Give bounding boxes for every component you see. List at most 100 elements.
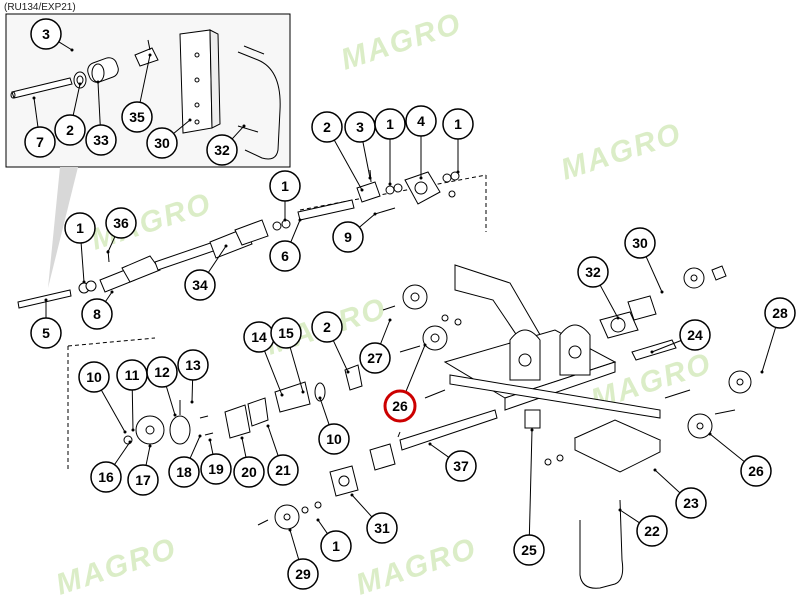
callout-circle <box>200 453 232 485</box>
plate-part <box>179 29 221 134</box>
inset-pointer <box>48 167 78 288</box>
leader-tip <box>616 316 620 320</box>
leader-line <box>207 245 227 273</box>
callout-number: 37 <box>453 458 469 474</box>
callout-number: 8 <box>93 306 101 322</box>
callout-circle <box>332 221 364 253</box>
callout-number: 2 <box>323 119 331 135</box>
callout-30: 30 <box>146 118 192 159</box>
leader-tip <box>110 290 114 294</box>
callout-circle <box>287 558 319 590</box>
leader-line <box>231 125 245 140</box>
callout-circle <box>85 124 117 156</box>
leader-tip <box>760 370 764 374</box>
leader-line <box>332 340 349 373</box>
callout-number: 1 <box>76 220 84 236</box>
callout-number: 26 <box>392 398 408 414</box>
leader-line <box>359 213 376 228</box>
leader-tip <box>288 528 292 532</box>
callout-26: 26 <box>708 432 772 487</box>
leader-line <box>114 441 131 465</box>
callout-number: 19 <box>208 461 224 477</box>
callout-32: 32 <box>577 256 620 320</box>
callout-circle <box>442 108 474 140</box>
leader-line <box>241 437 247 458</box>
callout-number: 26 <box>748 463 764 479</box>
callout-number: 33 <box>93 132 109 148</box>
leader-line <box>761 327 777 373</box>
callout-number: 27 <box>367 350 383 366</box>
leader-tip <box>242 124 246 128</box>
callout-number: 36 <box>113 215 129 231</box>
leader-line <box>209 439 214 455</box>
callout-3: 3 <box>344 111 376 180</box>
callout-number: 32 <box>585 264 601 280</box>
callout-circle <box>78 361 110 393</box>
leader-tip <box>423 343 427 347</box>
callout-circle <box>366 512 398 544</box>
leader-tip <box>618 508 622 512</box>
callout-circle <box>127 464 159 496</box>
callout-circle <box>359 342 391 374</box>
leader-tip <box>131 428 135 432</box>
callout-1: 1 <box>269 170 301 222</box>
leader-tip <box>128 440 132 444</box>
callout-1: 1 <box>374 108 406 186</box>
leader-tip <box>123 430 127 434</box>
callout-5: 5 <box>30 298 62 349</box>
callout-2: 2 <box>311 311 350 374</box>
callout-number: 31 <box>374 520 390 536</box>
lower-bracket-group <box>544 419 662 589</box>
callout-21: 21 <box>266 424 299 486</box>
leader-tip <box>188 118 192 122</box>
callout-6: 6 <box>269 218 302 272</box>
callout-number: 20 <box>241 464 257 480</box>
upper-driveshaft <box>17 199 355 309</box>
callout-number: 35 <box>129 109 145 125</box>
callout-circle <box>146 356 178 388</box>
callout-circle <box>54 114 86 146</box>
leader-line <box>189 435 201 459</box>
leader-tip <box>428 442 432 446</box>
callout-circle <box>577 256 609 288</box>
u-bolt-part <box>237 45 281 160</box>
leader-line <box>333 139 363 191</box>
callout-number: 1 <box>454 116 462 132</box>
callout-number: 15 <box>278 325 294 341</box>
callout-number: 7 <box>36 134 44 150</box>
callout-number: 29 <box>295 566 311 582</box>
leader-line <box>351 494 373 518</box>
leader-tip <box>350 493 354 497</box>
callout-circle <box>764 297 796 329</box>
callout-2: 2 <box>54 82 86 146</box>
callout-11: 11 <box>116 359 148 432</box>
leader-tip <box>266 424 270 428</box>
leader-tip <box>280 393 284 397</box>
leader-tip <box>173 413 177 417</box>
leader-line <box>362 141 371 179</box>
watermark-text: MAGRO <box>352 532 481 600</box>
leader-tip <box>650 350 654 354</box>
callout-10: 10 <box>318 396 350 455</box>
callout-number: 1 <box>281 178 289 194</box>
leader-tip <box>78 82 82 86</box>
callout-number: 1 <box>332 538 340 554</box>
leader-line <box>105 291 113 302</box>
callout-8: 8 <box>81 290 114 330</box>
leader-tip <box>198 434 202 438</box>
callout-circle <box>679 319 711 351</box>
leader-tip <box>44 298 48 302</box>
callout-number: 13 <box>185 357 201 373</box>
callout-circle <box>445 450 477 482</box>
lower-drive-group <box>123 364 401 530</box>
callout-circle <box>383 389 417 423</box>
leader-line <box>317 519 328 534</box>
leader-line <box>645 256 663 293</box>
callout-27: 27 <box>359 318 392 374</box>
callout-number: 9 <box>344 229 352 245</box>
leader-line <box>599 284 619 319</box>
callout-36: 36 <box>105 207 137 254</box>
